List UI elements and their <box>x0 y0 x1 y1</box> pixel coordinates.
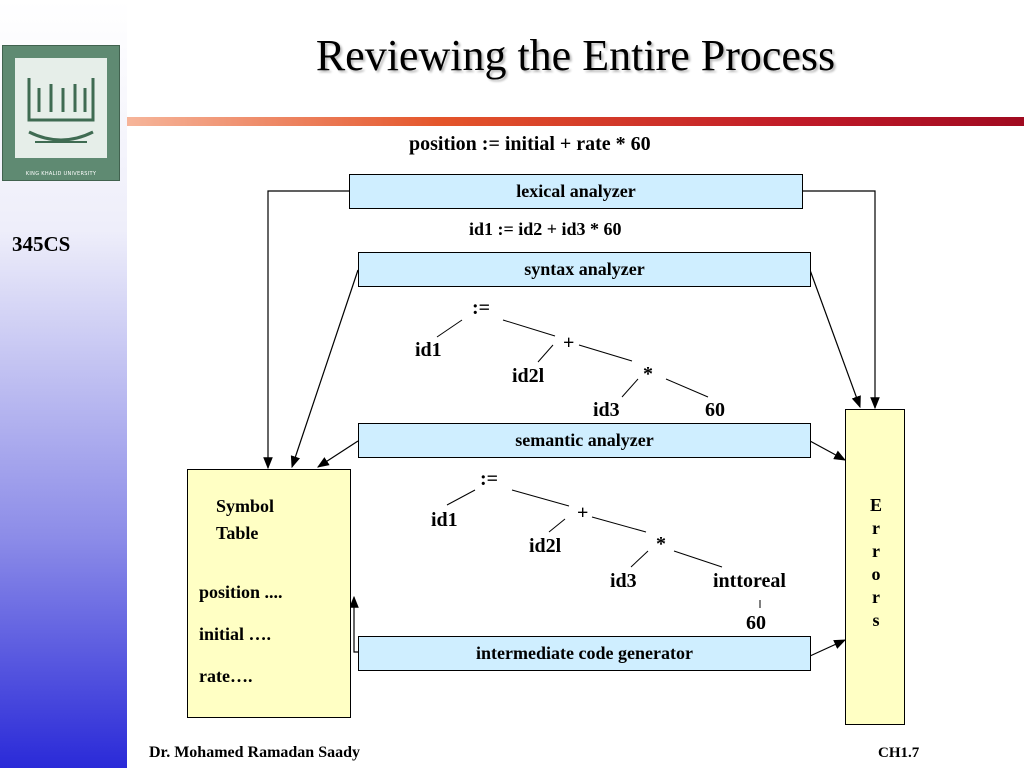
syntax-tree-plus-node: + <box>563 332 575 354</box>
syntax-tree-times-node: * <box>643 363 653 385</box>
symbol-table-entry: initial …. <box>199 624 272 644</box>
symbol-table-title-line1: Symbol <box>216 496 275 516</box>
title-rule <box>127 117 1024 126</box>
semantic-analyzer-box: semantic analyzer <box>358 423 811 458</box>
logo-caption: KING KHALID UNIVERSITY <box>25 171 97 177</box>
footer-author: Dr. Mohamed Ramadan Saady <box>149 744 360 761</box>
semantic-tree-id2-node: id2l <box>529 535 562 557</box>
semantic-tree-const-node: 60 <box>746 612 766 634</box>
semantic-tree-assign-node: := <box>480 468 499 490</box>
slide-title: Reviewing the Entire Process <box>315 31 836 80</box>
syntax-tree-id1-node: id1 <box>415 339 442 361</box>
errors-label: E r r o r s <box>869 495 882 630</box>
syntax-tree-id3-node: id3 <box>593 399 620 421</box>
symbol-table-entry: rate…. <box>199 666 253 686</box>
logo-calligraphy-graphic <box>27 78 95 143</box>
course-code: 345CS <box>12 232 71 256</box>
symbol-table-entry: position .... <box>199 582 283 602</box>
symbol-table: Symbol Table position .... initial …. ra… <box>187 469 351 718</box>
syntax-tree-assign-node: := <box>472 297 491 319</box>
sidebar: KING KHALID UNIVERSITY 345CS <box>0 0 127 768</box>
symbol-table-title-line2: Table <box>216 523 259 543</box>
semantic-tree-id3-node: id3 <box>610 570 637 592</box>
logo-emblem <box>15 58 107 158</box>
intermediate-code-generator-box: intermediate code generator <box>358 636 811 671</box>
source-statement: position := initial + rate * 60 <box>409 133 651 155</box>
semantic-tree-id1-node: id1 <box>431 509 458 531</box>
footer-page-ref: CH1.7 <box>878 745 920 761</box>
syntax-analyzer-box: syntax analyzer <box>358 252 811 287</box>
university-logo: KING KHALID UNIVERSITY <box>2 45 120 181</box>
lexical-analyzer-box: lexical analyzer <box>349 174 803 209</box>
errors-box: E r r o r s <box>845 409 905 725</box>
syntax-tree-const-node: 60 <box>705 399 725 421</box>
syntax-tree-id2-node: id2l <box>512 365 545 387</box>
semantic-tree-plus-node: + <box>577 502 589 524</box>
semantic-tree-convert-node: inttoreal <box>713 570 786 592</box>
token-stream: id1 := id2 + id3 * 60 <box>469 219 622 239</box>
semantic-tree-times-node: * <box>656 533 666 555</box>
